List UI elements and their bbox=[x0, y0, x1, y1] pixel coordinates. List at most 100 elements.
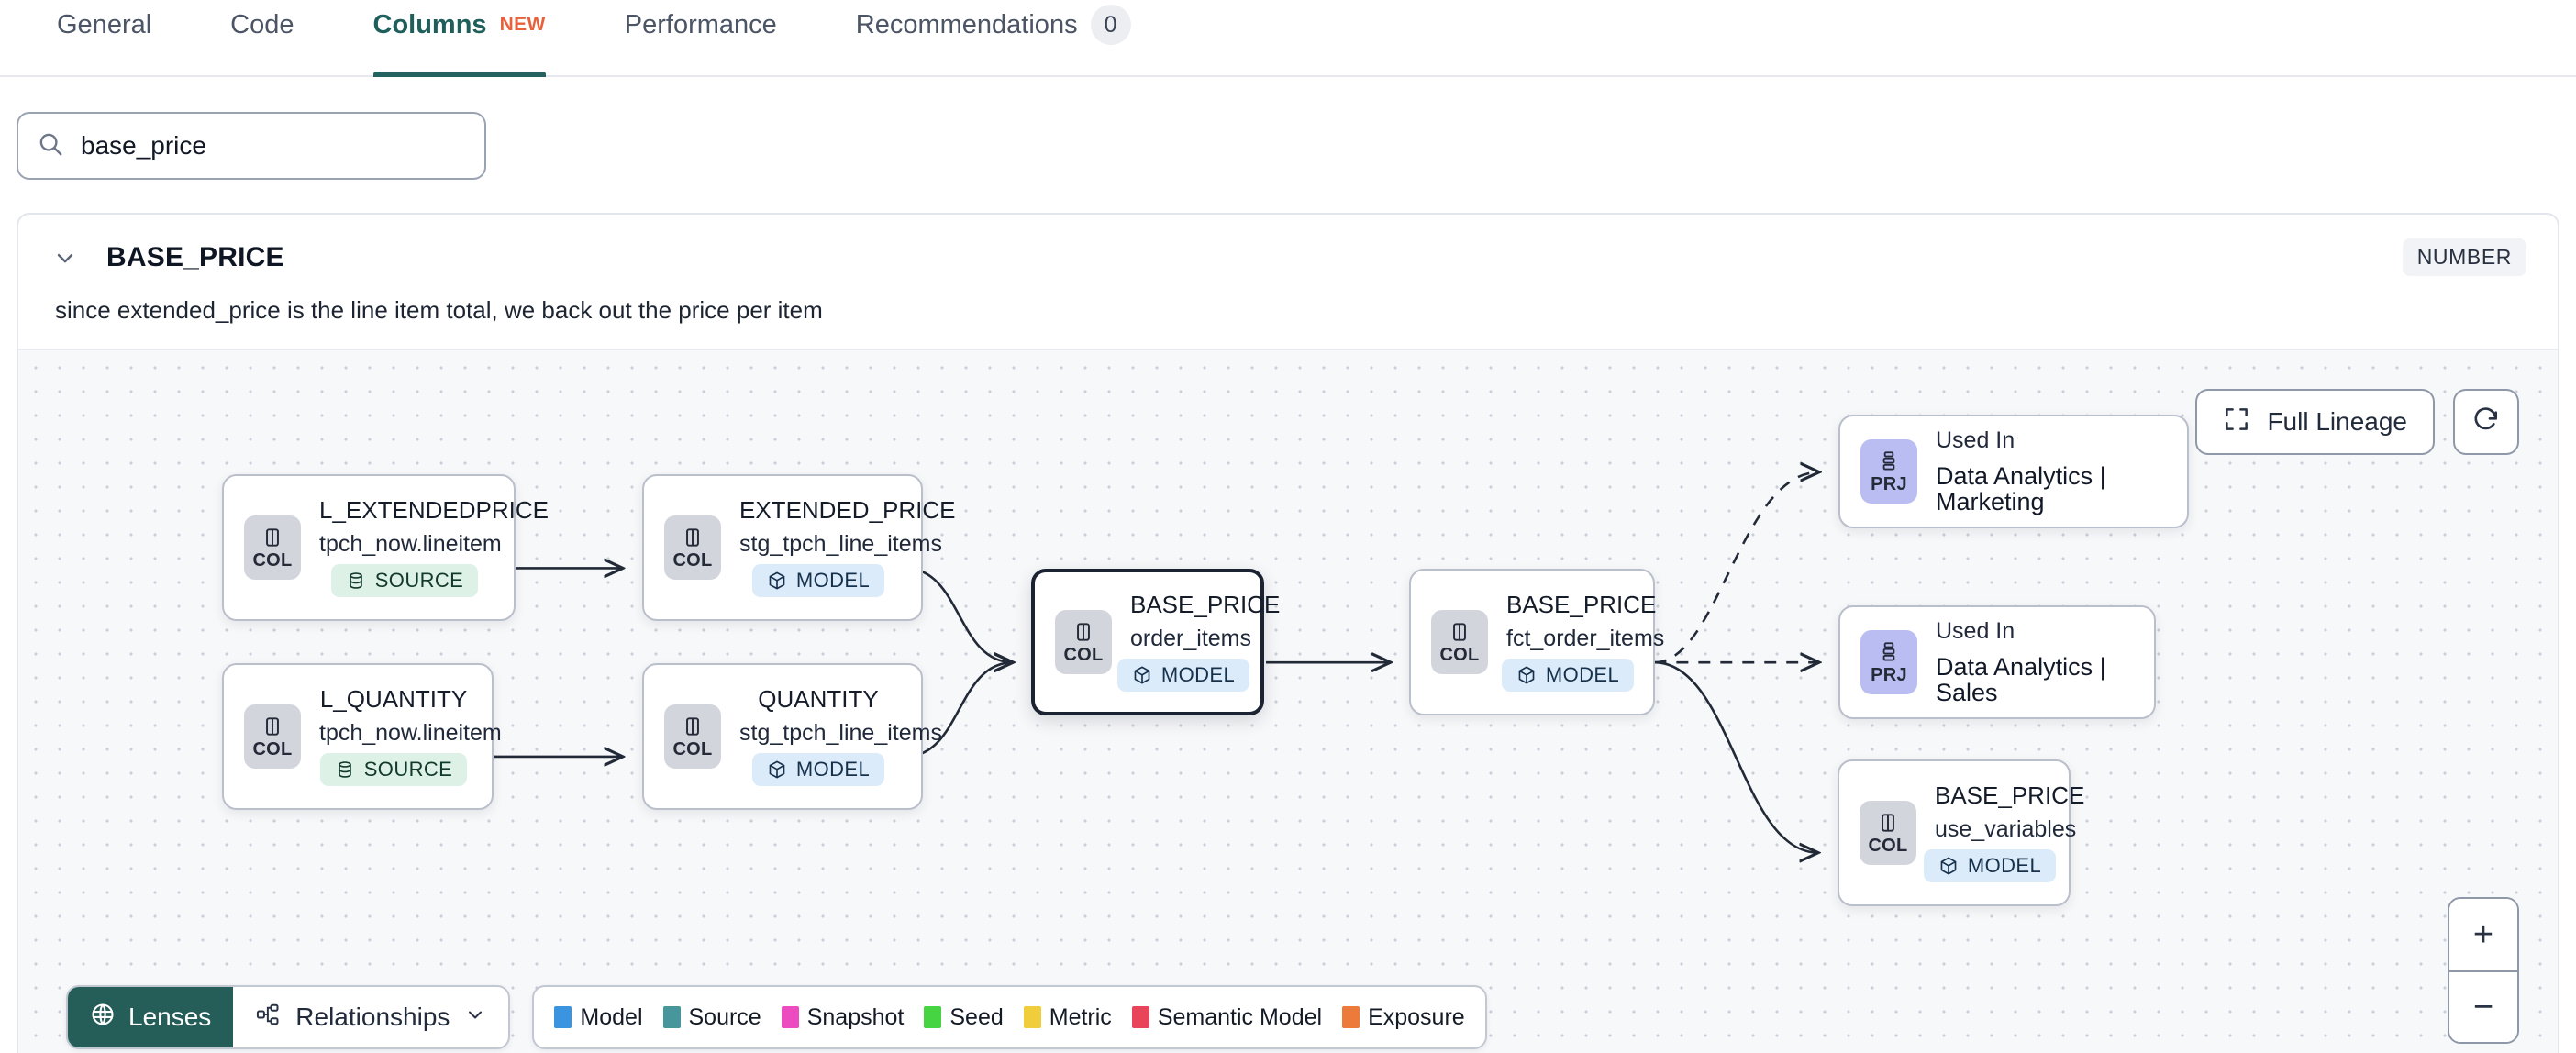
full-lineage-button[interactable]: Full Lineage bbox=[2195, 389, 2435, 455]
lineage-node-base-price-order-items[interactable]: COL BASE_PRICE order_items MODEL bbox=[1031, 569, 1281, 715]
legend-label: Model bbox=[580, 1003, 643, 1030]
lineage-node-project-marketing[interactable]: PRJ Used In Data Analytics | Marketing bbox=[1838, 415, 2189, 528]
tab-general[interactable]: General bbox=[57, 0, 151, 75]
project-type-icon-badge: PRJ bbox=[1860, 630, 1917, 694]
node-subtitle: stg_tpch_line_items bbox=[739, 530, 942, 557]
lenses-icon bbox=[90, 1002, 116, 1034]
node-kind-pill: MODEL bbox=[751, 752, 885, 786]
column-type-icon-badge: COL bbox=[664, 515, 721, 580]
lineage-node-quantity[interactable]: COL QUANTITY stg_tpch_line_items MODEL bbox=[642, 663, 942, 810]
node-subtitle: Data Analytics | Sales bbox=[1936, 652, 2106, 707]
node-title: L_QUANTITY bbox=[319, 685, 468, 714]
node-kind-pill: MODEL bbox=[1116, 658, 1250, 692]
tab-code[interactable]: Code bbox=[230, 0, 294, 75]
badge-label: PRJ bbox=[1871, 474, 1907, 494]
column-type-icon-badge: COL bbox=[1055, 610, 1112, 674]
node-type-legend: Model Source Snapshot Seed Metric bbox=[532, 985, 1487, 1049]
legend-label: Source bbox=[688, 1003, 761, 1030]
node-subtitle: Data Analytics | Marketing bbox=[1936, 461, 2106, 516]
relationships-dropdown[interactable]: Relationships bbox=[233, 987, 508, 1047]
node-subtitle: stg_tpch_line_items bbox=[739, 719, 942, 746]
column-header: BASE_PRICE NUMBER bbox=[18, 215, 2558, 280]
node-pill-label: MODEL bbox=[1545, 662, 1620, 686]
lenses-button[interactable]: Lenses bbox=[68, 987, 234, 1047]
refresh-button[interactable] bbox=[2453, 389, 2519, 455]
node-title: BASE_PRICE bbox=[1130, 591, 1281, 619]
search-input[interactable] bbox=[81, 131, 466, 161]
search-icon bbox=[37, 130, 64, 162]
node-kind-pill: MODEL bbox=[1501, 658, 1635, 692]
lineage-canvas[interactable]: COL L_EXTENDEDPRICE tpch_now.lineitem SO… bbox=[18, 349, 2558, 1053]
legend-swatch bbox=[781, 1006, 799, 1028]
column-type-icon-badge: COL bbox=[1860, 801, 1916, 865]
search-area bbox=[0, 77, 2576, 180]
column-type-icon-badge: COL bbox=[244, 704, 301, 769]
node-title: QUANTITY bbox=[758, 685, 879, 714]
badge-label: COL bbox=[1868, 836, 1908, 856]
legend-swatch bbox=[554, 1006, 572, 1028]
badge-label: COL bbox=[252, 550, 293, 571]
tab-performance[interactable]: Performance bbox=[625, 0, 777, 75]
legend-item-snapshot: Snapshot bbox=[781, 1004, 904, 1031]
column-type-icon-badge: COL bbox=[664, 704, 721, 769]
chevron-down-icon[interactable] bbox=[50, 242, 81, 273]
node-title: Used In bbox=[1936, 427, 2015, 453]
tab-label: General bbox=[57, 9, 152, 39]
lineage-node-extended-price[interactable]: COL EXTENDED_PRICE stg_tpch_line_items M… bbox=[642, 474, 956, 621]
legend-label: Exposure bbox=[1368, 1003, 1465, 1030]
node-kind-pill: SOURCE bbox=[319, 752, 468, 786]
node-subtitle: order_items bbox=[1130, 625, 1251, 651]
column-type-icon-badge: COL bbox=[1431, 610, 1488, 674]
badge-label: COL bbox=[252, 739, 293, 759]
legend-swatch bbox=[1342, 1006, 1360, 1028]
node-subtitle: tpch_now.lineitem bbox=[319, 719, 502, 746]
lenses-label: Lenses bbox=[128, 1003, 212, 1031]
lineage-node-base-price-use-variables[interactable]: COL BASE_PRICE use_variables MODEL bbox=[1838, 759, 2085, 906]
lineage-node-l-quantity[interactable]: COL L_QUANTITY tpch_now.lineitem SOURCE bbox=[222, 663, 502, 810]
legend-item-source: Source bbox=[662, 1003, 761, 1031]
node-pill-label: MODEL bbox=[795, 757, 871, 781]
legend-item-model: Model bbox=[554, 1003, 643, 1031]
lineage-node-project-sales[interactable]: PRJ Used In Data Analytics | Sales bbox=[1838, 605, 2156, 719]
badge-label: COL bbox=[672, 550, 713, 571]
node-pill-label: SOURCE bbox=[363, 757, 453, 781]
node-subtitle: use_variables bbox=[1935, 815, 2077, 842]
tab-new-badge: NEW bbox=[499, 14, 546, 35]
lineage-node-base-price-fct-order-items[interactable]: COL BASE_PRICE fct_order_items MODEL bbox=[1409, 569, 1665, 715]
zoom-in-button[interactable]: + bbox=[2449, 899, 2517, 970]
badge-label: COL bbox=[672, 739, 713, 759]
tab-columns[interactable]: Columns NEW bbox=[372, 0, 547, 77]
legend-swatch bbox=[662, 1006, 681, 1028]
zoom-out-button[interactable]: − bbox=[2449, 970, 2517, 1042]
lineage-top-controls: Full Lineage bbox=[2195, 389, 2519, 455]
relationships-icon bbox=[255, 1002, 281, 1034]
lenses-relationships-group: Lenses Relationships bbox=[66, 985, 511, 1049]
node-title: Used In bbox=[1936, 617, 2015, 644]
tab-recommendations[interactable]: Recommendations 0 bbox=[856, 0, 1131, 75]
legend-swatch bbox=[1023, 1006, 1041, 1028]
node-title: L_EXTENDEDPRICE bbox=[319, 496, 549, 525]
node-title: BASE_PRICE bbox=[1935, 781, 2085, 810]
relationships-label: Relationships bbox=[295, 1003, 450, 1031]
node-subtitle: fct_order_items bbox=[1506, 625, 1665, 651]
node-kind-pill: MODEL bbox=[1923, 848, 2057, 882]
recommendations-count-badge: 0 bbox=[1090, 5, 1131, 45]
tab-label: Code bbox=[230, 9, 294, 39]
node-title: BASE_PRICE bbox=[1506, 591, 1657, 619]
tab-label: Recommendations bbox=[855, 9, 1078, 39]
legend-item-metric: Metric bbox=[1023, 1004, 1112, 1031]
chevron-down-icon bbox=[464, 1003, 486, 1032]
legend-label: Semantic Model bbox=[1157, 1003, 1323, 1030]
lineage-node-l-extendedprice[interactable]: COL L_EXTENDEDPRICE tpch_now.lineitem SO… bbox=[222, 474, 549, 621]
tab-label: Columns bbox=[372, 9, 487, 39]
node-kind-pill: SOURCE bbox=[330, 563, 479, 597]
legend-item-semantic-model: Semantic Model bbox=[1131, 1003, 1323, 1031]
column-detail-panel: BASE_PRICE NUMBER since extended_price i… bbox=[17, 213, 2559, 1053]
legend-swatch bbox=[1131, 1006, 1149, 1028]
search-box[interactable] bbox=[17, 112, 486, 180]
legend-swatch bbox=[924, 1006, 942, 1028]
column-description: since extended_price is the line item to… bbox=[55, 296, 823, 324]
zoom-controls: + − bbox=[2448, 897, 2519, 1044]
lineage-bottom-bar: Lenses Relationships bbox=[66, 985, 1487, 1049]
node-pill-label: MODEL bbox=[1967, 853, 2042, 877]
